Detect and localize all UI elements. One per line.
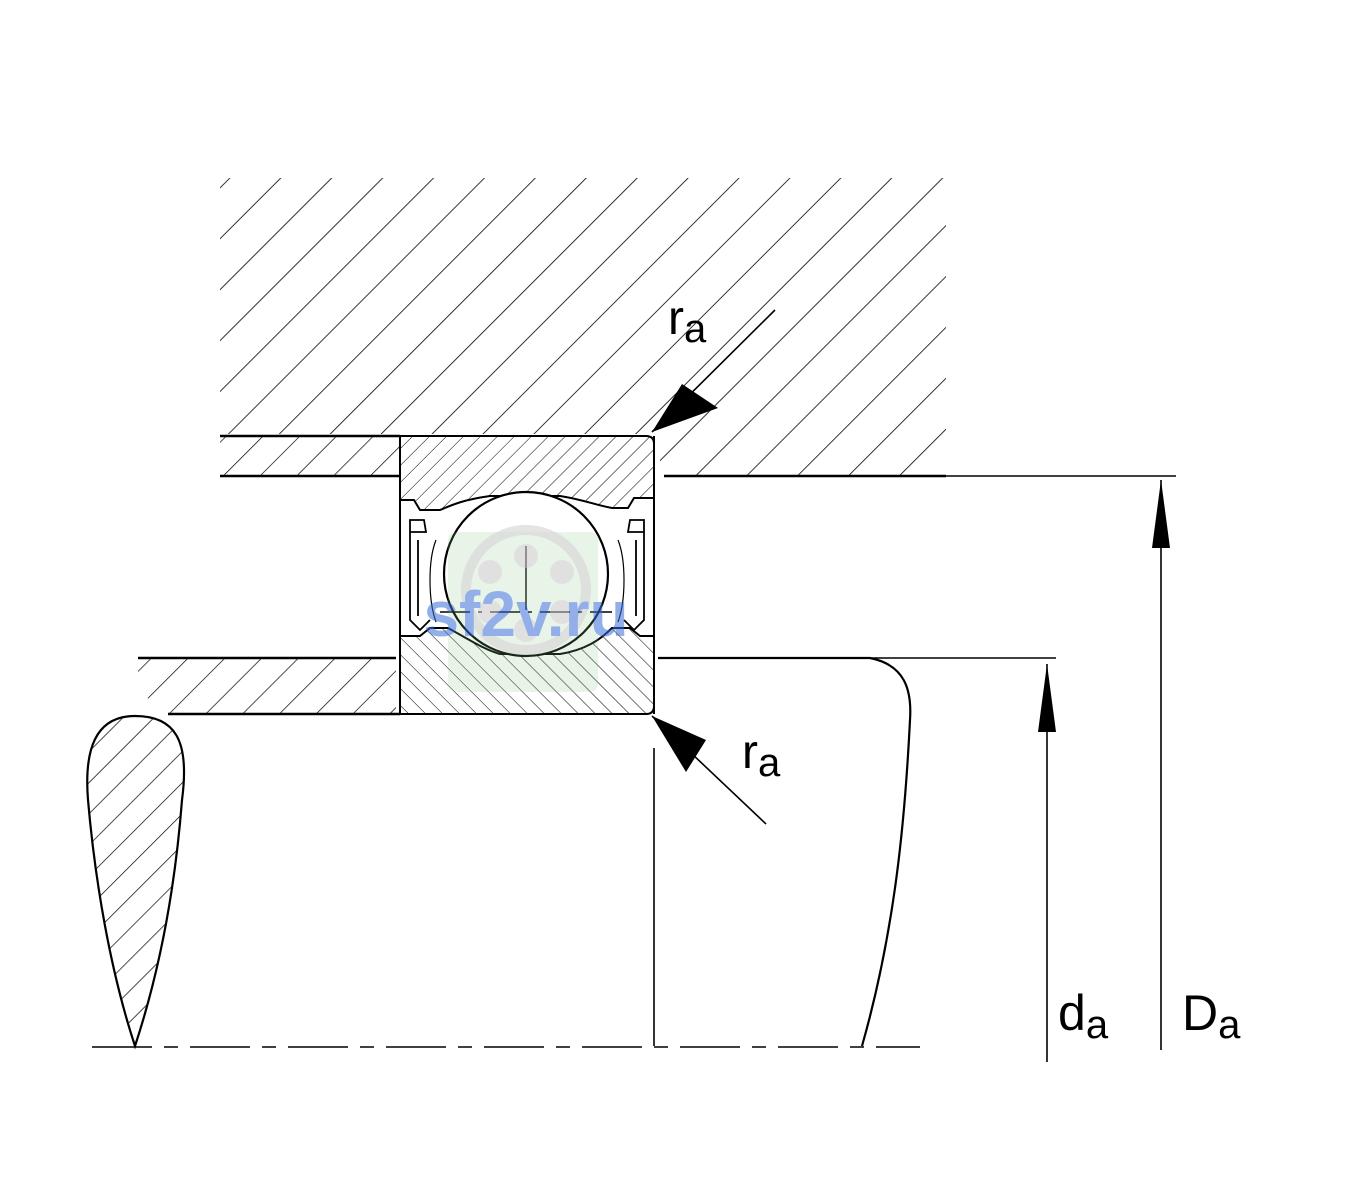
ra-bottom-leader bbox=[651, 715, 767, 825]
da-label: da bbox=[1058, 985, 1109, 1047]
ra-bottom-label: ra bbox=[742, 726, 781, 785]
shaft-tip-section bbox=[86, 714, 186, 1050]
Da-dimension bbox=[946, 475, 1176, 1050]
watermark-text: sf2v.ru bbox=[423, 578, 628, 650]
Da-label: Da bbox=[1182, 985, 1241, 1047]
ra-top-leader bbox=[651, 309, 776, 433]
ra-top-label: ra bbox=[668, 292, 707, 351]
shaft-shoulder-section bbox=[138, 656, 1056, 1047]
da-dimension bbox=[1038, 664, 1056, 1062]
watermark: sf2v.ru bbox=[423, 525, 629, 692]
housing-section bbox=[220, 178, 946, 478]
